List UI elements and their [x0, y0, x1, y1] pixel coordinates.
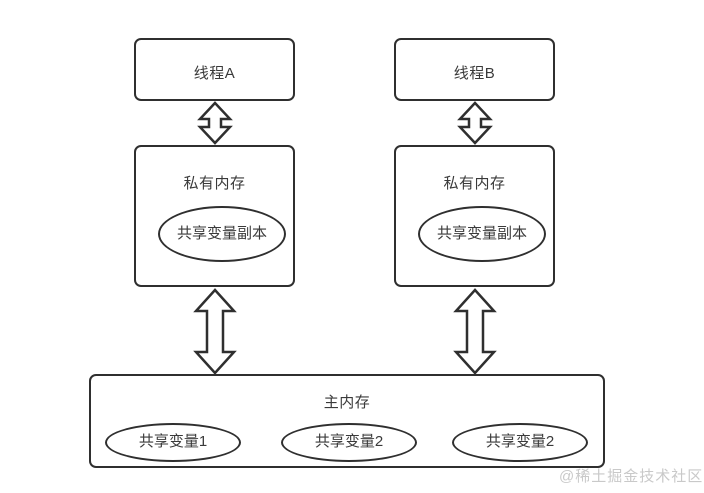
shared-variable-1-label: 共享变量1: [138, 433, 208, 451]
watermark-label: @稀土掘金技术社区: [559, 468, 704, 485]
shared-variable-copy-b-label: 共享变量副本: [436, 224, 527, 242]
thread-a-label: 线程A: [193, 65, 236, 82]
thread-a-box: 线程A: [134, 38, 295, 101]
arrow-thread-b-to-private-memory-b: [456, 101, 494, 145]
main-memory-label: 主内存: [323, 394, 371, 411]
shared-variable-2-ellipse: 共享变量2: [281, 423, 417, 462]
shared-variable-copy-a-ellipse: 共享变量副本: [158, 206, 286, 262]
arrow-private-memory-b-to-main-memory: [452, 288, 498, 375]
arrow-private-memory-a-to-main-memory: [192, 288, 238, 375]
shared-variable-2-label: 共享变量2: [314, 433, 384, 451]
thread-b-label: 线程B: [453, 65, 496, 82]
thread-b-box: 线程B: [394, 38, 555, 101]
shared-variable-copy-b-ellipse: 共享变量副本: [418, 206, 546, 262]
shared-variable-copy-a-label: 共享变量副本: [176, 224, 267, 242]
arrow-thread-a-to-private-memory-a: [196, 101, 234, 145]
shared-variable-3-label: 共享变量2: [485, 433, 555, 451]
shared-variable-1-ellipse: 共享变量1: [105, 423, 241, 462]
private-memory-a-label: 私有内存: [183, 175, 246, 192]
shared-variable-3-ellipse: 共享变量2: [452, 423, 588, 462]
private-memory-b-label: 私有内存: [443, 175, 506, 192]
